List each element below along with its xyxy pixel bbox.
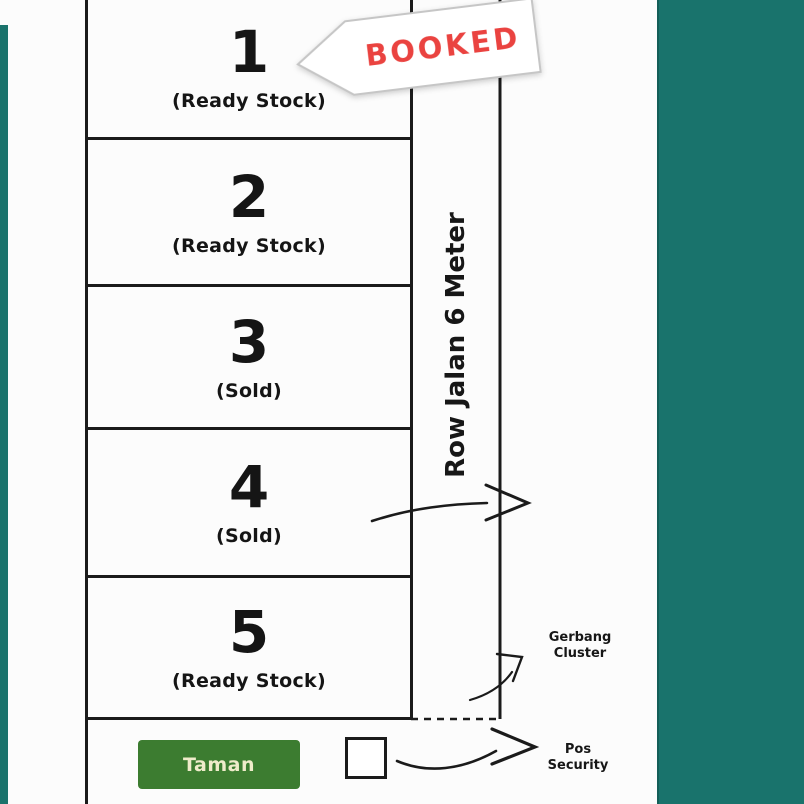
road-arrow-head-icon <box>484 483 532 522</box>
plot-4-number: 4 <box>228 453 270 521</box>
pos-security-label: Pos Security <box>540 742 616 773</box>
plot-5-number: 5 <box>228 598 270 666</box>
plot-5-status: (Ready Stock) <box>172 670 326 692</box>
pos-security-line2: Security <box>547 757 609 773</box>
right-teal-panel <box>657 0 804 804</box>
plot-left-boundary-line <box>85 717 88 804</box>
left-teal-strip <box>0 25 8 804</box>
plot-3-number: 3 <box>228 307 270 376</box>
plot-2: 2 (Ready Stock) <box>85 137 413 287</box>
plot-1: 1 (Ready Stock) <box>85 0 413 140</box>
plot-3-status: (Sold) <box>215 379 283 402</box>
plot-1-status: (Ready Stock) <box>172 89 326 112</box>
plot-3: 3 (Sold) <box>85 284 413 430</box>
gerbang-cluster-label: Gerbang Cluster <box>540 630 620 661</box>
taman-block: Taman <box>138 740 300 789</box>
gerbang-arrow-head-icon <box>495 652 524 683</box>
plot-2-status: (Ready Stock) <box>172 234 326 257</box>
plot-4-status: (Sold) <box>215 525 283 547</box>
plot-4: 4 (Sold) <box>85 427 413 578</box>
pos-security-square <box>345 737 387 779</box>
road-label: Row Jalan 6 Meter <box>441 212 471 478</box>
plot-2-number: 2 <box>228 162 270 231</box>
pos-arrow-head-icon <box>490 727 540 766</box>
gerbang-cluster-line2: Cluster <box>553 645 607 661</box>
gerbang-cluster-line1: Gerbang <box>548 630 612 645</box>
gerbang-arrow-tail <box>468 670 514 702</box>
pos-arrow-tail <box>395 749 498 770</box>
pos-security-line1: Pos <box>564 742 592 757</box>
plot-1-number: 1 <box>228 17 270 86</box>
plot-5: 5 (Ready Stock) <box>85 575 413 720</box>
